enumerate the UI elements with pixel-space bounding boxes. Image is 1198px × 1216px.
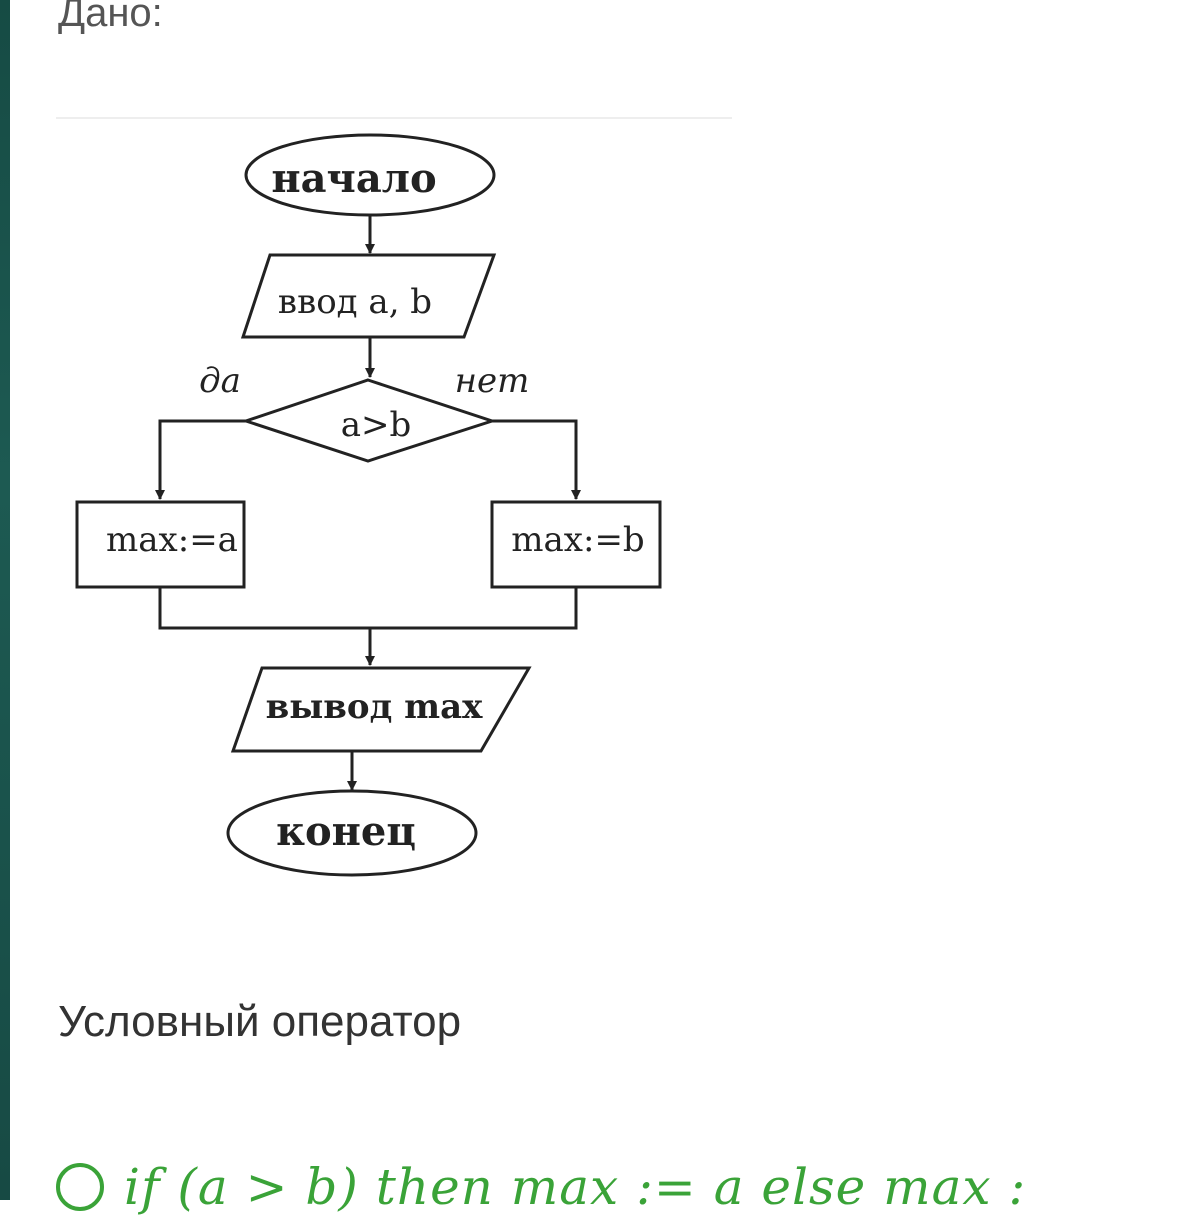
left-edge-strip: [0, 0, 10, 1200]
no-label: нет: [455, 361, 530, 401]
divider: [56, 117, 732, 119]
end-terminal: [226, 789, 478, 877]
end-label: конец: [276, 808, 416, 855]
start-label: начало: [271, 155, 436, 202]
arrow-no-branch: [492, 419, 581, 500]
output-block: [230, 666, 532, 753]
condition-label: a>b: [341, 405, 412, 445]
radio-button[interactable]: [56, 1163, 104, 1211]
yes-label: да: [199, 361, 241, 401]
input-label: ввод a, b: [278, 282, 432, 322]
decision-block: [241, 378, 497, 463]
answer-option[interactable]: if (a > b) then max := a else max :: [56, 1158, 1026, 1216]
merge-line: [158, 587, 578, 630]
given-label: Дано:: [58, 0, 163, 35]
question-title: Условный оператор: [58, 997, 462, 1046]
assign-b-label: max:=b: [511, 520, 644, 560]
input-block: [240, 253, 497, 339]
output-label: вывод max: [266, 687, 484, 727]
arrow-yes-branch: [155, 419, 246, 500]
answer-option-text: if (a > b) then max := a else max :: [124, 1158, 1027, 1216]
assign-a-label: max:=a: [106, 520, 238, 560]
